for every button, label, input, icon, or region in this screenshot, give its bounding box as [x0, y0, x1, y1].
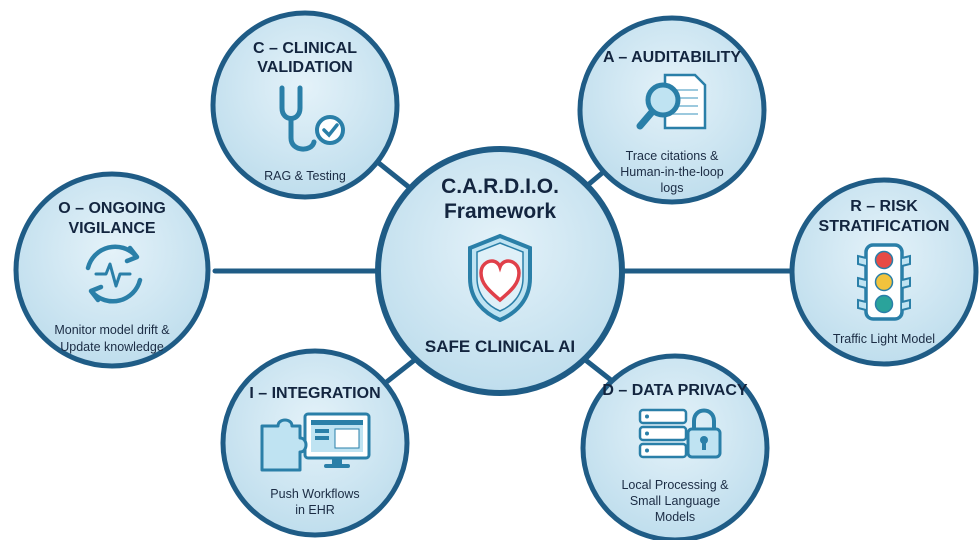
node-i-description-line-1: Push Workflows: [270, 487, 359, 501]
node-auditability: A – AUDITABILITY Trace citations & Human…: [577, 15, 767, 205]
node-ongoing-vigilance: O – ONGOING VIGILANCE Monitor model drif…: [13, 171, 211, 369]
node-a-description-line-1: Trace citations &: [626, 149, 719, 163]
node-r-title-line-1: R – RISK: [850, 198, 918, 215]
center-node: C.A.R.D.I.O. Framework SAFE CLINICAL AI: [375, 146, 625, 396]
center-title-line-1: C.A.R.D.I.O.: [441, 175, 559, 198]
center-title-line-2: Framework: [444, 200, 556, 223]
node-clinical-validation: C – CLINICAL VALIDATION RAG & Testing: [210, 10, 400, 200]
node-data-privacy: D – DATA PRIVACY Local Processing & Smal…: [580, 353, 770, 543]
node-o-title-line-2: VIGILANCE: [68, 220, 155, 237]
node-d-description-line-3: Models: [655, 510, 695, 524]
node-a-title-line-1: A – AUDITABILITY: [603, 49, 741, 66]
traffic-light-icon: [857, 243, 911, 321]
node-r-description-line-1: Traffic Light Model: [833, 332, 935, 346]
node-a-description-line-3: logs: [661, 181, 684, 195]
node-o-title-line-1: O – ONGOING: [58, 200, 166, 217]
node-i-title-line-1: I – INTEGRATION: [249, 385, 380, 402]
node-d-description-line-2: Small Language: [630, 494, 720, 508]
node-o-description-line-2: Update knowledge: [60, 340, 164, 354]
refresh-pulse-icon: [85, 244, 143, 304]
node-c-description-line-1: RAG & Testing: [264, 169, 346, 183]
stethoscope-check-icon: [279, 85, 345, 152]
heart-shield-icon: [468, 233, 532, 323]
node-c-title-line-2: VALIDATION: [257, 59, 352, 76]
node-a-description-line-2: Human-in-the-loop: [620, 165, 724, 179]
magnifier-document-icon: [636, 73, 707, 130]
node-i-description-line-2: in EHR: [295, 503, 335, 517]
node-risk-stratification: R – RISK STRATIFICATION Traffic Light Mo…: [789, 177, 979, 367]
node-d-title-line-1: D – DATA PRIVACY: [602, 382, 748, 399]
node-c-title-line-1: C – CLINICAL: [253, 40, 357, 57]
node-o-description-line-1: Monitor model drift &: [54, 323, 170, 337]
node-d-description-line-1: Local Processing &: [621, 478, 729, 492]
center-subtitle: SAFE CLINICAL AI: [425, 337, 575, 356]
node-integration: I – INTEGRATION Push Workflows in EHR: [220, 348, 410, 538]
node-r-title-line-2: STRATIFICATION: [819, 218, 950, 235]
puzzle-monitor-icon: [260, 412, 371, 472]
server-lock-icon: [638, 408, 722, 459]
